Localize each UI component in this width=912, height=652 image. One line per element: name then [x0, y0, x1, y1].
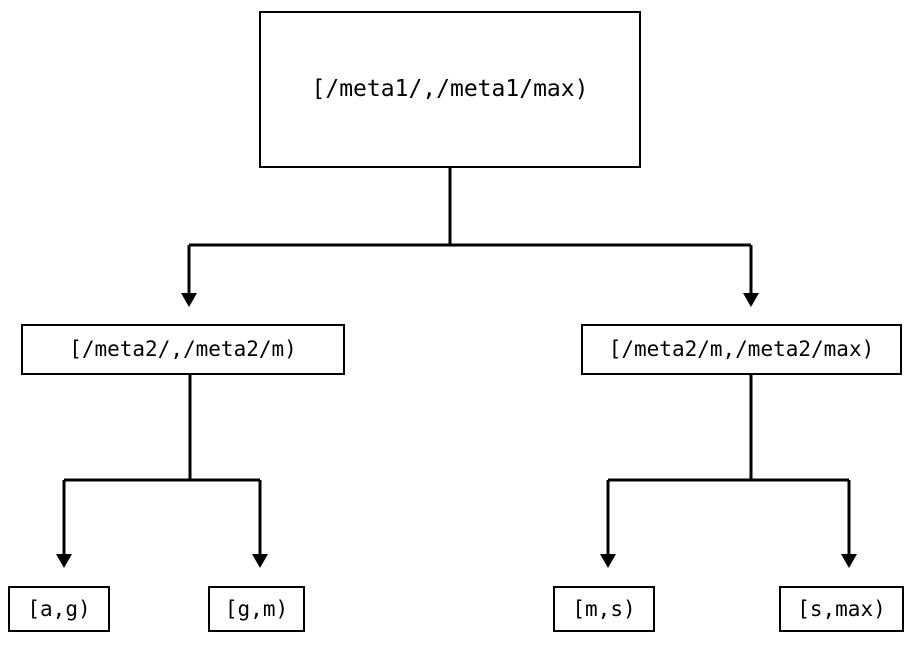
tree-node-leaf-2[interactable]: [g,m) [208, 586, 305, 632]
tree-node-leaf-4[interactable]: [s,max) [779, 586, 904, 632]
tree-node-root-label: [/meta1/,/meta1/max) [311, 76, 589, 102]
tree-node-leaf-3-label: [m,s) [572, 596, 636, 621]
arrowhead-icon-leaf3 [600, 554, 616, 568]
arrowhead-icon-leaf1 [56, 554, 72, 568]
tree-node-mid-right-label: [/meta2/m,/meta2/max) [608, 337, 875, 361]
tree-node-leaf-3[interactable]: [m,s) [553, 586, 655, 632]
tree-node-leaf-2-label: [g,m) [224, 596, 289, 621]
arrowhead-icon-root-right [743, 293, 759, 307]
tree-node-root[interactable]: [/meta1/,/meta1/max) [259, 11, 641, 168]
arrowhead-icon-leaf2 [252, 554, 268, 568]
tree-node-leaf-4-label: [s,max) [797, 596, 886, 621]
tree-node-leaf-1[interactable]: [a,g) [8, 586, 110, 632]
tree-node-mid-left-label: [/meta2/,/meta2/m) [69, 337, 297, 361]
tree-node-mid-right[interactable]: [/meta2/m,/meta2/max) [581, 324, 902, 375]
tree-node-mid-left[interactable]: [/meta2/,/meta2/m) [21, 324, 345, 375]
arrowhead-icon-root-left [181, 293, 197, 307]
arrowhead-icon-leaf4 [841, 554, 857, 568]
tree-node-leaf-1-label: [a,g) [27, 596, 91, 621]
